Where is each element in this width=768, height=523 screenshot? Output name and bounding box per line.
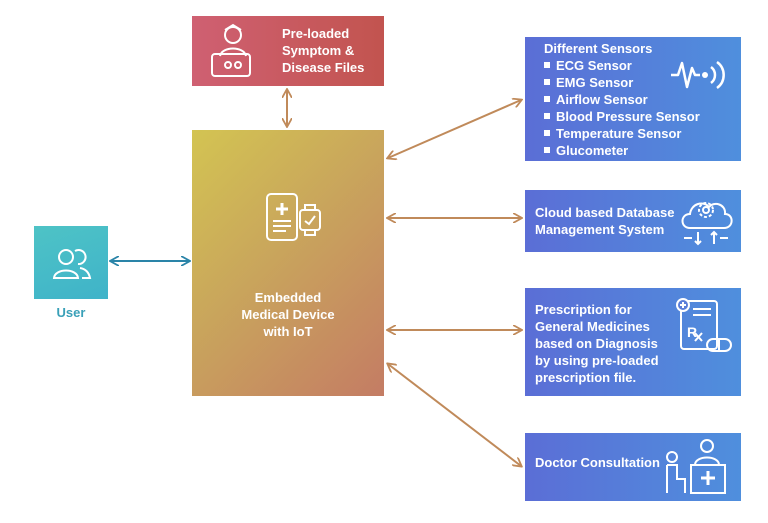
sensors-title: Different Sensors: [544, 41, 653, 56]
sensors-box: Different Sensors ECG Sensor EMG Sensor …: [525, 37, 741, 161]
sensor-item: Airflow Sensor: [544, 91, 700, 108]
rx-line-4: by using pre-loaded: [535, 353, 659, 368]
sensor-item: Blood Pressure Sensor: [544, 108, 700, 125]
cloud-gear-icon: [681, 202, 733, 246]
sensor-list: ECG Sensor EMG Sensor Airflow Sensor Blo…: [544, 57, 700, 159]
sensor-item: Glucometer: [544, 142, 700, 159]
user-label: User: [56, 305, 86, 320]
prescription-box: Prescription for General Medicines based…: [525, 288, 741, 396]
device-line-2: Medical Device: [241, 307, 335, 322]
doctor-document-icon: [211, 23, 251, 77]
cloud-line-2: Management System: [535, 222, 665, 237]
doctor-label: Doctor Consultation: [535, 455, 660, 470]
doctor-consultation-icon: [666, 439, 726, 494]
svg-text:R: R: [687, 324, 697, 340]
user-box: [34, 226, 108, 299]
rx-line-3: based on Diagnosis: [535, 336, 658, 351]
files-line-1: Pre-loaded: [282, 26, 350, 41]
preloaded-files-box: Pre-loaded Symptom & Disease Files: [192, 16, 384, 86]
device-line-3: with IoT: [263, 324, 313, 339]
cloud-line-1: Cloud based Database: [535, 205, 675, 220]
files-line-3: Disease Files: [282, 60, 365, 75]
sensor-item: EMG Sensor: [544, 74, 700, 91]
phone-smartwatch-icon: [266, 193, 321, 241]
prescription-pill-icon: R: [676, 298, 732, 352]
heartbeat-wave-icon: [671, 60, 725, 90]
arrow-device-sensors: [388, 100, 521, 158]
sensor-item: ECG Sensor: [544, 57, 700, 74]
embedded-device-box: Embedded Medical Device with IoT: [192, 130, 384, 396]
users-icon: [52, 249, 92, 279]
sensor-item: Temperature Sensor: [544, 125, 700, 142]
device-line-1: Embedded: [254, 290, 322, 305]
arrow-device-doctor: [388, 364, 521, 466]
rx-line-2: General Medicines: [535, 319, 650, 334]
cloud-database-box: Cloud based Database Management System: [525, 190, 741, 252]
files-line-2: Symptom &: [282, 43, 355, 58]
doctor-consultation-box: Doctor Consultation: [525, 433, 741, 501]
rx-line-5: prescription file.: [535, 370, 637, 385]
rx-line-1: Prescription for: [535, 302, 632, 317]
